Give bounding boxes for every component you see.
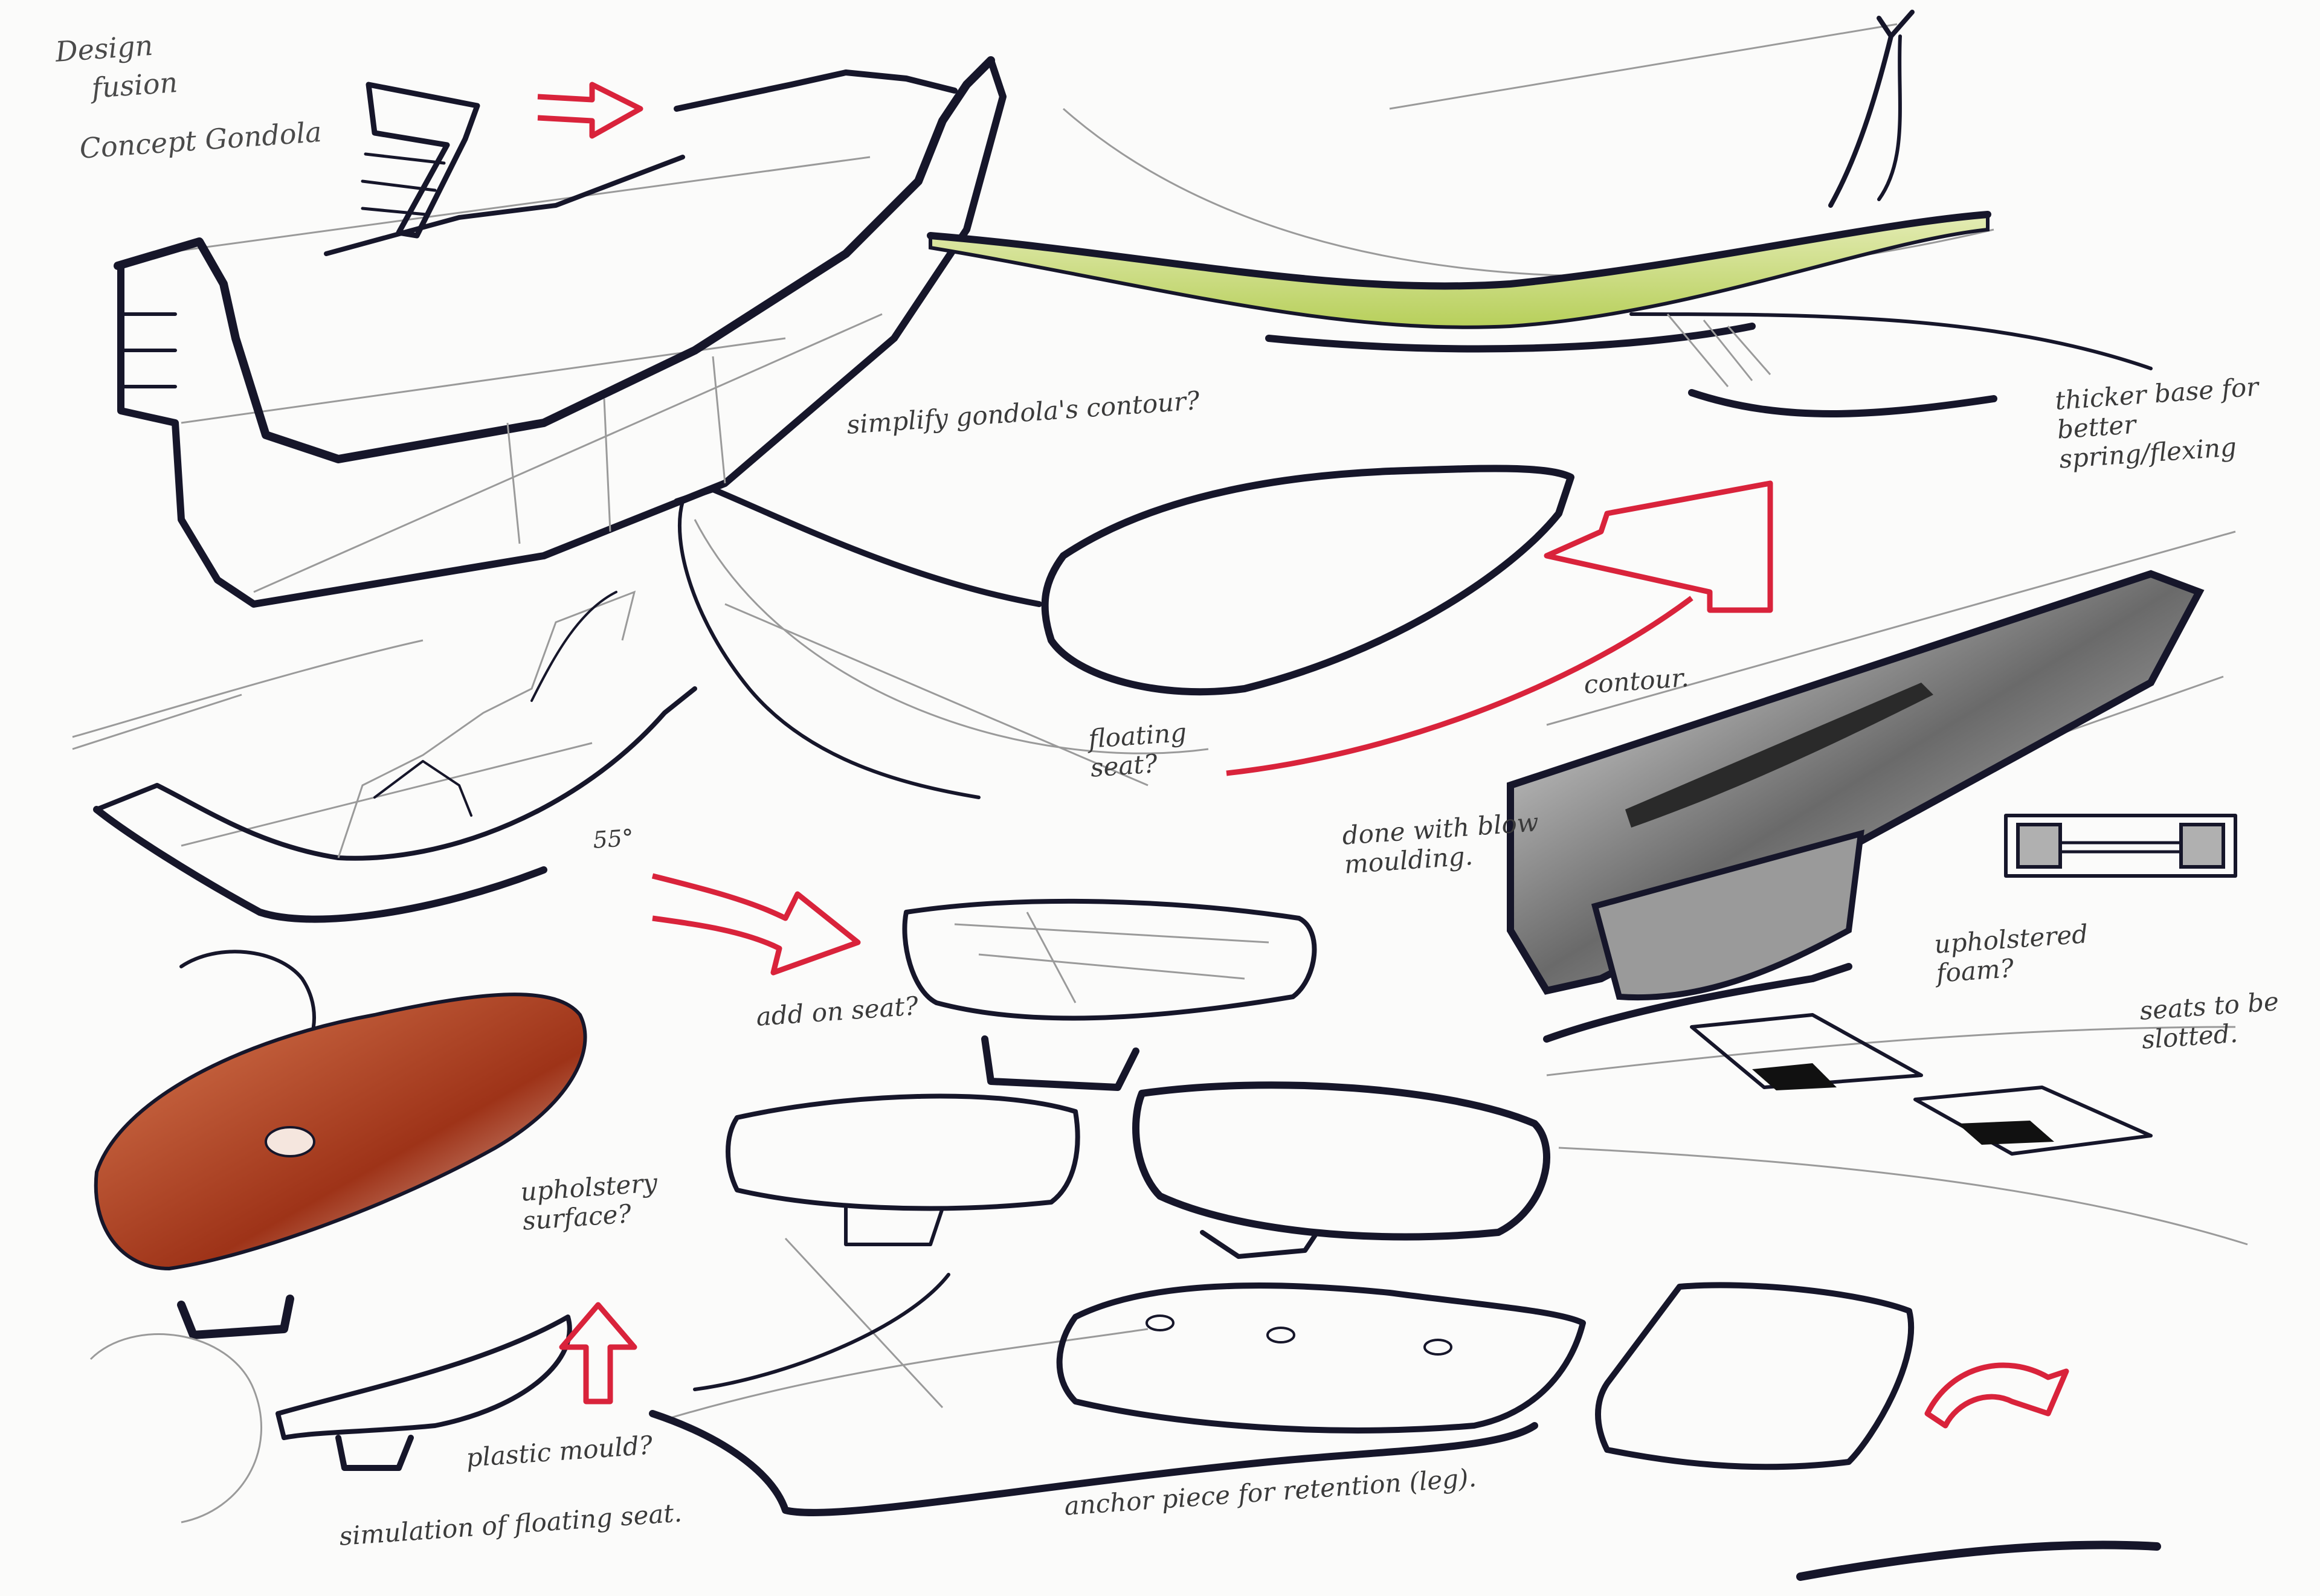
sketch-gondola-top-left bbox=[114, 56, 1007, 608]
sketch-red-arrow-right bbox=[651, 873, 861, 976]
sketch-add-on-seat bbox=[902, 898, 1317, 1091]
title-note-line2: fusion bbox=[90, 66, 179, 105]
sketch-bottom-right-seat bbox=[1595, 1282, 2161, 1581]
sketch-bottom-bench bbox=[649, 1237, 1586, 1516]
sketch-slotted-plank bbox=[1543, 963, 2248, 1246]
sketch-rust-seat bbox=[94, 950, 587, 1339]
annotation-thicker-base: thicker base for better spring/flexing bbox=[2054, 372, 2260, 474]
sketch-grey-bench bbox=[1507, 530, 2237, 1001]
sketch-gondola-lime bbox=[927, 10, 2153, 417]
annotation-seats-slotted: seats to be slotted. bbox=[2138, 986, 2280, 1055]
sketch-wire-gondola bbox=[72, 590, 697, 923]
title-note-line1: Design bbox=[54, 28, 154, 68]
sketch-lower-middle-seats bbox=[726, 1081, 1550, 1259]
sketch-bottom-left-seat bbox=[89, 1302, 637, 1524]
angle-label: 55° bbox=[591, 824, 635, 854]
sketch-slot-detail bbox=[361, 82, 643, 239]
annotation-floating-seat: floating seat? bbox=[1087, 717, 1188, 784]
sketch-floating-seat bbox=[674, 465, 1773, 799]
